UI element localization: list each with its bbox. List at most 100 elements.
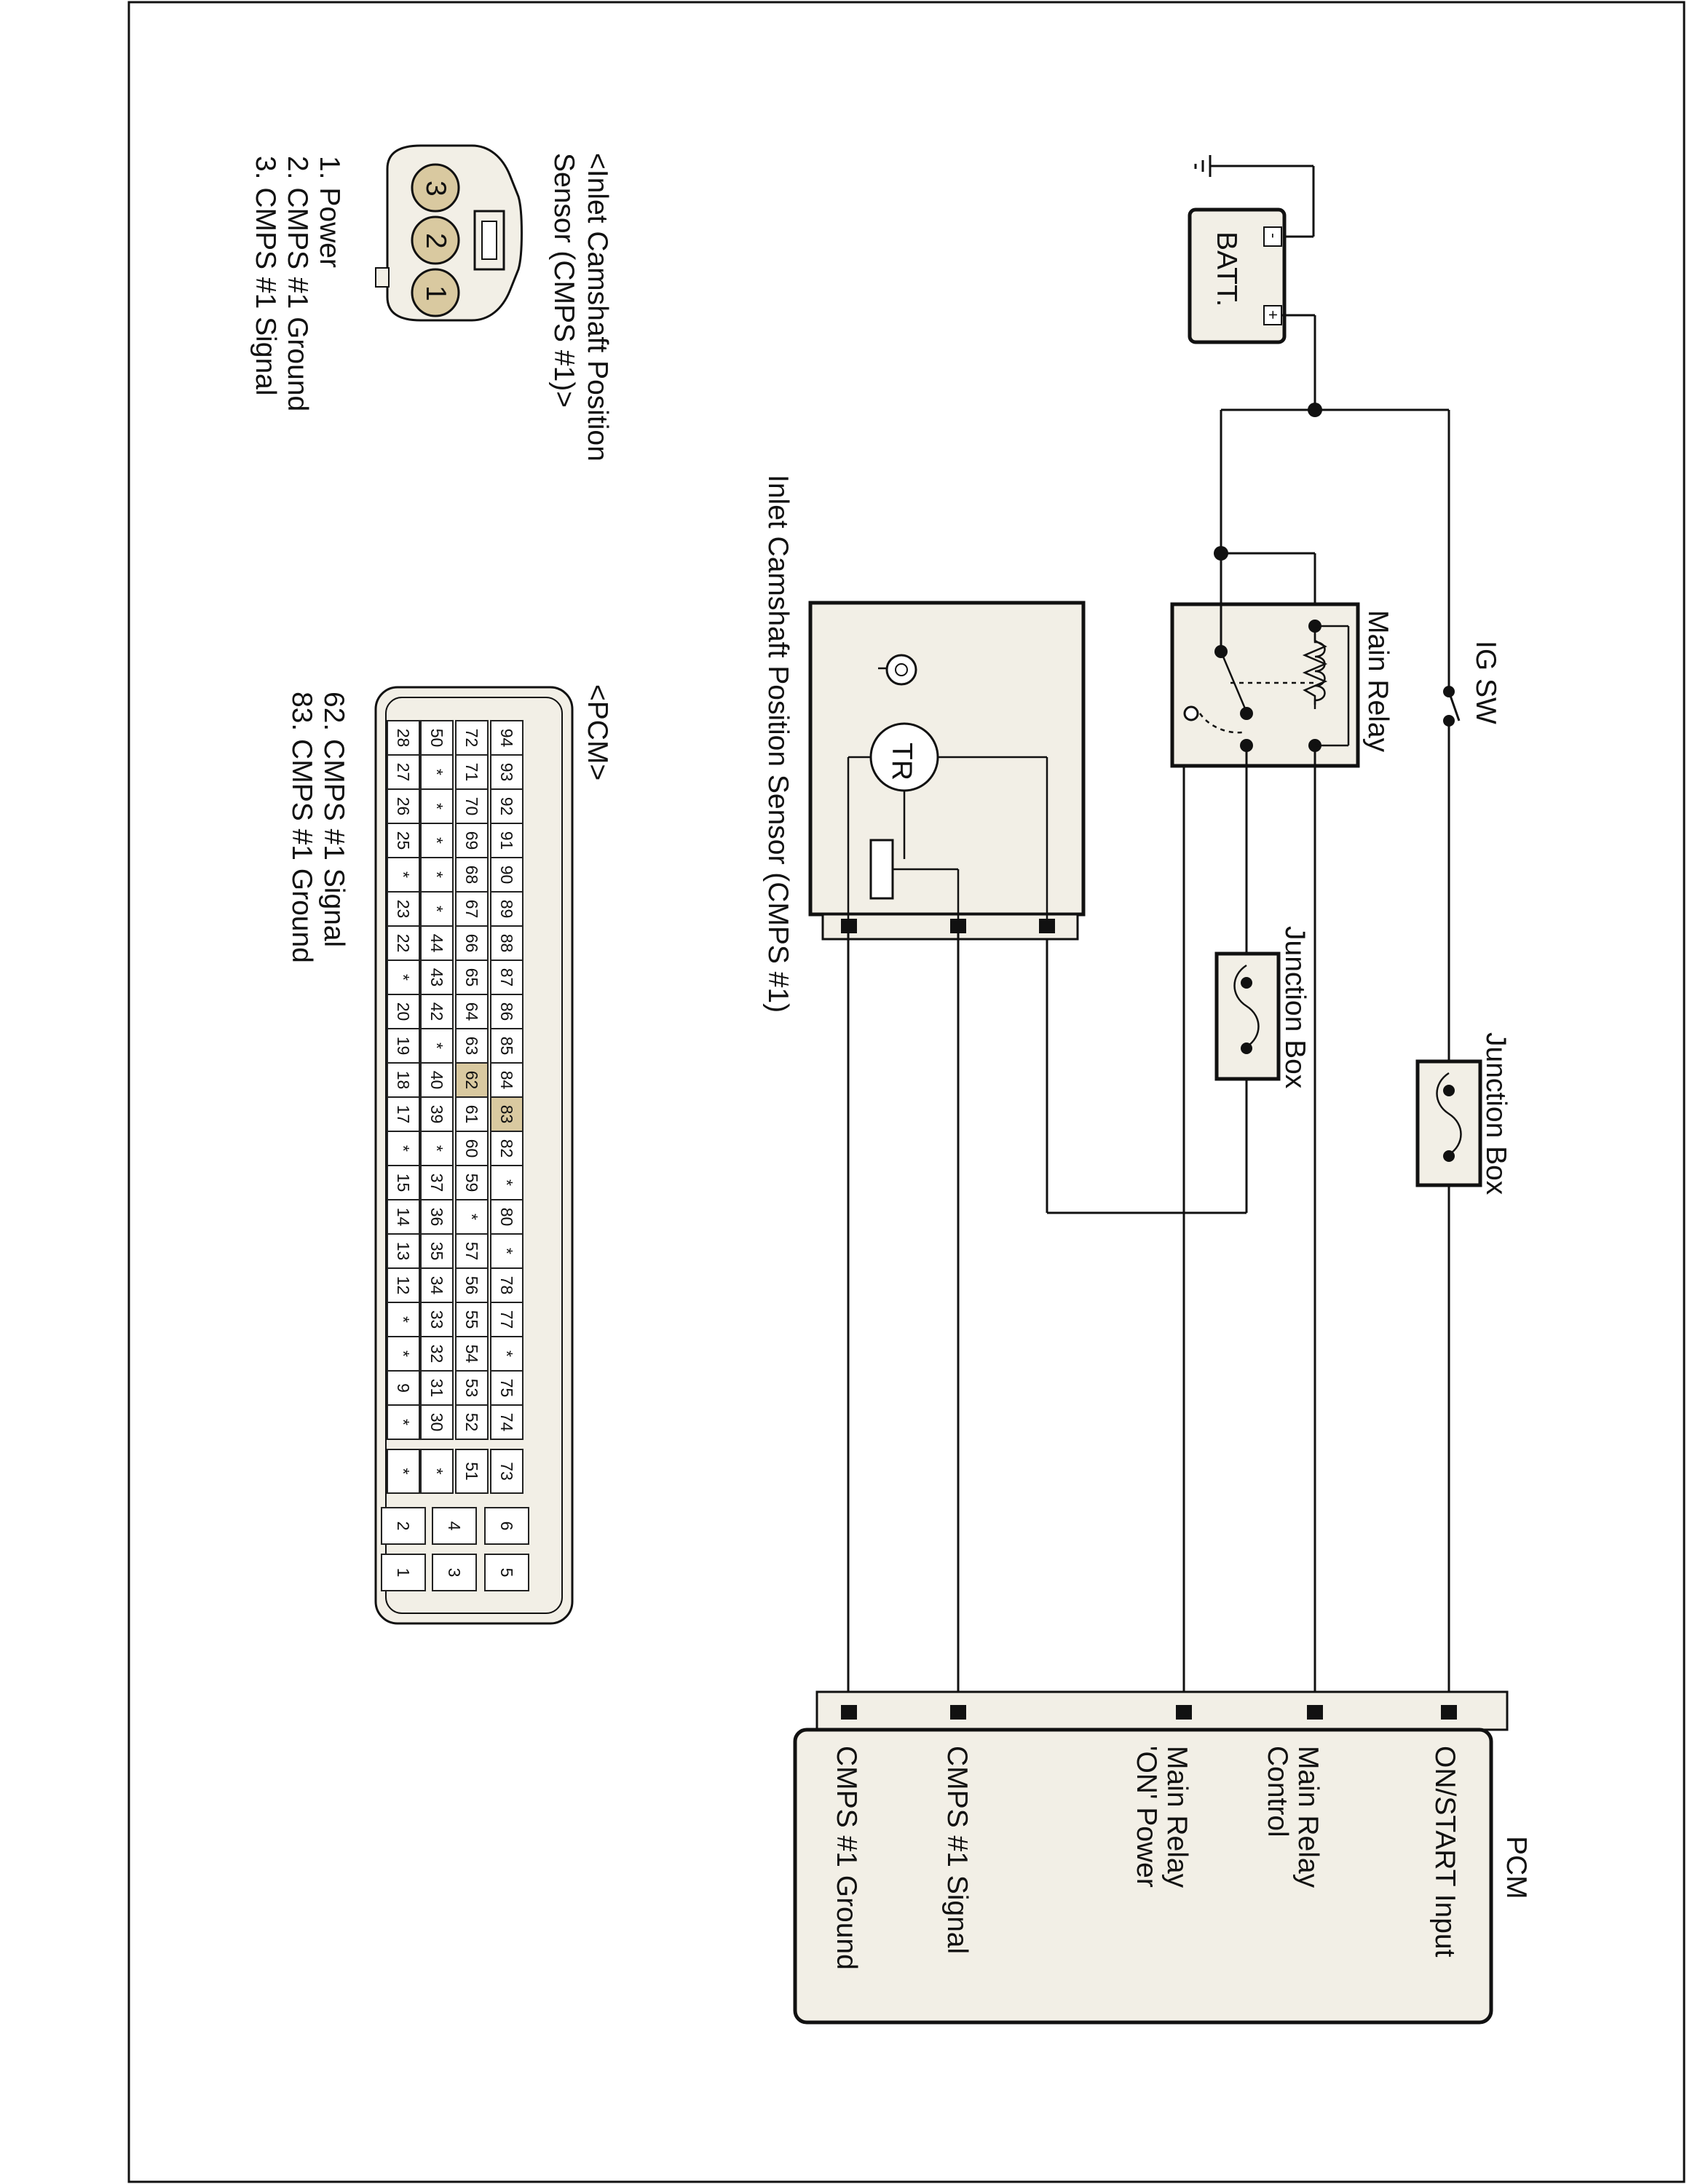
pcm-pin-1-17: 55: [462, 1310, 481, 1329]
pcm-pin-3-5: 23: [394, 900, 413, 919]
pcm-pin-main-relay-control-1: Main Relay: [1292, 1746, 1324, 1888]
pcm-pin-1-18: 54: [462, 1345, 481, 1364]
pcm-pin-3-16: 12: [394, 1276, 413, 1295]
pcm-pin-3-2-cell: [387, 788, 420, 824]
pcm-pin-3-0: 28: [394, 729, 413, 748]
pcm-pin-3-11-cell: [387, 1096, 420, 1132]
pcm-pin-3-20: *: [394, 1419, 413, 1425]
pcm-pin-1-11-cell: [455, 1096, 489, 1132]
sensor-connector-legend-2: 2. CMPS #1 Ground: [282, 156, 313, 411]
pcm-pin-1-9: 63: [462, 1037, 481, 1056]
sensor-tr-label: TR: [886, 743, 917, 780]
pcm-pin-2-5-cell: [420, 891, 454, 927]
pcm-pin-2-12: *: [427, 1145, 446, 1152]
sensor-connector: <Inlet Camshaft Position Sensor (CMPS #1…: [250, 144, 613, 462]
pcm-pin-2-18: 32: [427, 1345, 446, 1364]
pcm-pin-2-16-cell: [420, 1267, 454, 1303]
pcm-pin-1-8-cell: [455, 994, 489, 1029]
pcm-pin-3-4-cell: [387, 857, 420, 893]
pcm-pin-1-1: 71: [462, 763, 481, 782]
pcm-pin-3-3-cell: [387, 823, 420, 858]
pcm-pin-2-3: *: [427, 837, 446, 844]
pcm-pin-0-11: 83: [497, 1105, 516, 1124]
pcm-pin-0-1: 93: [497, 763, 516, 782]
pcm-power-b-2-cell: [381, 1554, 426, 1591]
pcm-pin-1-20-cell: [455, 1404, 489, 1440]
pcm-connector-legend-1: 62. CMPS #1 Signal: [318, 692, 349, 947]
pcm-pin-1-7: 65: [462, 968, 481, 987]
sensor-connector-title-line1: <Inlet Camshaft Position: [582, 153, 613, 462]
pcm-pin-1-3: 69: [462, 831, 481, 850]
pcm-pin-1-15-cell: [455, 1233, 489, 1269]
pcm-pin-0-18: *: [497, 1350, 516, 1357]
pcm-pin-1-12: 60: [462, 1139, 481, 1158]
pcm-power-a-0-cell: [484, 1507, 529, 1545]
pcm-pin-2-14-cell: [420, 1199, 454, 1235]
pcm-power-b-1-cell: [432, 1554, 477, 1591]
pcm-pin-main-relay-on-power-2: 'ON' Power: [1131, 1746, 1162, 1888]
pcm-extra-pin-3-cell: [387, 1449, 420, 1494]
pcm-pin-1-20: 52: [462, 1413, 481, 1432]
pcm-pin-3-12: *: [394, 1145, 413, 1152]
battery-label: BATT.: [1211, 232, 1242, 306]
pcm-pin-2-15: 35: [427, 1242, 446, 1261]
pcm-pin-cmps-ground: CMPS #1 Ground: [831, 1746, 862, 1970]
pcm-pin-0-12: 82: [497, 1139, 516, 1158]
pcm-pin-2-17-cell: [420, 1302, 454, 1337]
pcm-pin-0-0-cell: [490, 720, 524, 756]
pcm-extra-pin-2: *: [427, 1468, 446, 1475]
pcm-pin-1-18-cell: [455, 1336, 489, 1372]
pcm-pin-0-3: 91: [497, 831, 516, 850]
sensor-connector-legend-3: 3. CMPS #1 Signal: [250, 156, 281, 396]
pcm-power-a-2: 2: [394, 1522, 413, 1531]
pcm-pin-2-8: 42: [427, 1002, 446, 1021]
pcm-pin-3-6-cell: [387, 925, 420, 961]
pcm-pin-1-4: 68: [462, 866, 481, 885]
pcm-pin-2-10-cell: [420, 1062, 454, 1098]
sensor-connector-pin-2: 2: [420, 233, 451, 249]
pcm-power-a-2-cell: [381, 1507, 426, 1545]
pcm-pin-1-6: 66: [462, 934, 481, 953]
pcm-power-b-2: 1: [394, 1568, 413, 1578]
pcm-pin-2-9: *: [427, 1042, 446, 1049]
pcm-extra-pin-2-cell: [420, 1449, 454, 1494]
pcm-pin-3-16-cell: [387, 1267, 420, 1303]
pcm-pin-3-5-cell: [387, 891, 420, 927]
pcm-pin-1-0-cell: [455, 720, 489, 756]
pcm-pin-0-14-cell: [490, 1199, 524, 1235]
pcm-pin-3-15-cell: [387, 1233, 420, 1269]
pcm-pin-2-18-cell: [420, 1336, 454, 1372]
pcm-pin-2-5: *: [427, 906, 446, 912]
pcm-pin-2-0-cell: [420, 720, 454, 756]
pcm-pin-0-13: *: [497, 1179, 516, 1186]
pcm-pin-3-6: 22: [394, 934, 413, 953]
pcm-pin-2-17: 33: [427, 1310, 446, 1329]
pcm-connector: <PCM> 94939291908988878685848382*80*7877…: [286, 684, 613, 1625]
pcm-pin-0-16: 78: [497, 1276, 516, 1295]
pcm-pin-grid: 94939291908988878685848382*80*7877*75747…: [381, 720, 529, 1591]
pcm-pin-1-14-cell: [455, 1199, 489, 1235]
pcm-pin-3-8-cell: [387, 994, 420, 1029]
pcm-pin-2-11-cell: [420, 1096, 454, 1132]
pcm-pin-2-1-cell: [420, 754, 454, 790]
pcm-pin-3-3: 25: [394, 831, 413, 850]
pcm-pin-3-0-cell: [387, 720, 420, 756]
junction-box-sensor: Junction Box: [1214, 926, 1311, 1089]
pcm-pin-3-17: *: [394, 1316, 413, 1323]
pcm-pin-2-2-cell: [420, 788, 454, 824]
pcm-pin-3-9: 19: [394, 1037, 413, 1056]
pcm-pin-0-10-cell: [490, 1062, 524, 1098]
pcm-pin-3-7: *: [394, 974, 413, 981]
battery: - + BATT.: [1188, 207, 1287, 344]
pcm-pin-1-1-cell: [455, 754, 489, 790]
pcm-pin-2-4-cell: [420, 857, 454, 893]
pcm-pin-3-15: 13: [394, 1242, 413, 1261]
pcm-pin-1-13-cell: [455, 1165, 489, 1200]
pcm-pin-3-14: 14: [394, 1208, 413, 1227]
pcm-pin-1-5: 67: [462, 900, 481, 919]
pcm-pin-2-1: *: [427, 769, 446, 775]
pcm-pin-0-10: 84: [497, 1071, 516, 1090]
pcm-pin-2-7: 43: [427, 968, 446, 987]
pcm-pin-2-13: 37: [427, 1174, 446, 1192]
pcm-pin-1-10-cell: [455, 1062, 489, 1098]
